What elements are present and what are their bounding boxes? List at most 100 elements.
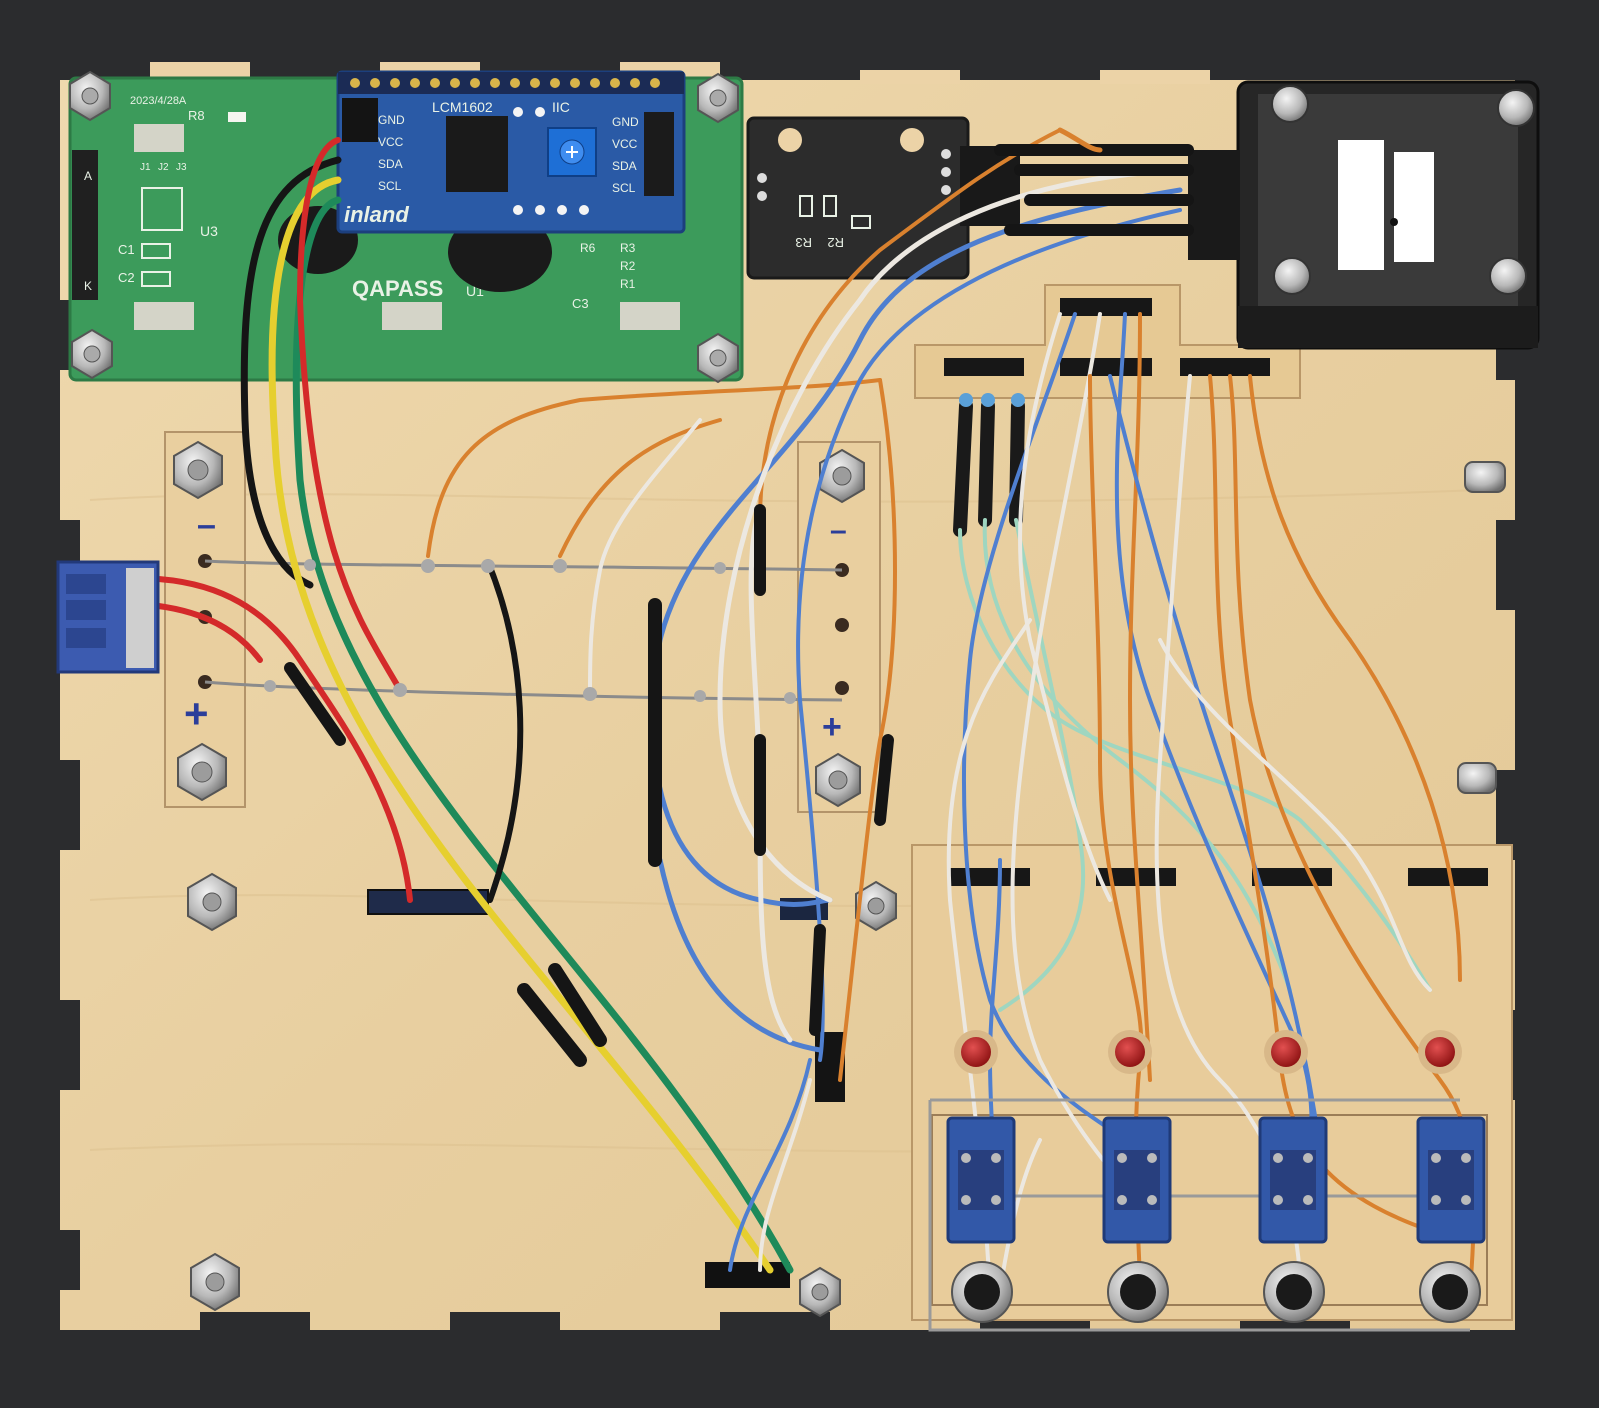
right-positive-label: +	[822, 708, 842, 746]
pin-label-gnd-left: GND	[378, 113, 405, 127]
panel-bus-wire	[928, 1098, 1480, 1332]
backpack-bus-label: IIC	[552, 99, 570, 115]
silkscreen-k: K	[84, 279, 92, 293]
pin-header-icon	[644, 112, 674, 196]
wire-white	[1010, 312, 1152, 1217]
pin-label-vcc-left: VCC	[378, 135, 404, 149]
pin-header-icon	[950, 868, 1030, 886]
wire-blue	[962, 312, 1142, 1152]
wire-orange	[1248, 374, 1462, 982]
hex-nut-icon	[1273, 257, 1311, 295]
lcd-date-code: 2023/4/28A	[130, 95, 187, 107]
pin-header-icon	[1252, 868, 1332, 886]
wire-blue	[1114, 312, 1314, 1212]
socket-module	[1188, 80, 1540, 350]
board-screws	[187, 461, 1506, 1318]
hex-nut-icon	[1489, 257, 1527, 295]
jumper-connector	[342, 98, 378, 142]
wire-white	[1158, 638, 1432, 992]
power-input-connector	[56, 560, 160, 674]
sensor-silkscreen-r3: R3	[795, 235, 812, 250]
silkscreen-u3: U3	[200, 223, 218, 239]
standoff-icon	[1464, 461, 1506, 493]
wires	[97, 127, 1476, 1292]
positive-rail-label: +	[184, 690, 209, 737]
wire-white	[588, 418, 702, 692]
pin-header-icon	[944, 358, 1024, 376]
heat-shrink	[874, 734, 894, 826]
silkscreen-a: A	[84, 169, 92, 183]
push-button-icon	[1419, 1261, 1481, 1323]
sensor-silkscreen-r2: R2	[827, 235, 844, 250]
right-negative-label: –	[830, 514, 847, 547]
hex-nut-icon	[173, 440, 223, 500]
led-icon	[1108, 1030, 1152, 1074]
led-icon	[1418, 1030, 1462, 1074]
wire-black	[240, 156, 342, 589]
dip-switches	[946, 1116, 1486, 1244]
leds	[954, 1030, 1462, 1074]
wire-orange	[1057, 127, 1103, 153]
wire-blue	[1108, 374, 1322, 1152]
hex-nut-icon	[799, 1266, 841, 1318]
silkscreen-j1: J1	[140, 162, 151, 173]
solder-joints	[264, 559, 796, 704]
hex-nut-icon	[69, 70, 111, 122]
hex-nut-icon	[697, 332, 739, 384]
backpack-brand-label: inland	[344, 202, 409, 227]
dip-switch-icon	[1258, 1116, 1328, 1244]
silkscreen-r2: R2	[620, 259, 636, 273]
silkscreen-r3: R3	[620, 241, 636, 255]
led-icon	[954, 1030, 998, 1074]
lcd-brand-label: QAPASS	[352, 276, 443, 301]
dip-switch-icon	[1102, 1116, 1172, 1244]
pin-header-icon	[338, 72, 684, 94]
pin-label-vcc-right: VCC	[612, 137, 638, 151]
resistors	[953, 393, 1025, 537]
silkscreen-c3: C3	[572, 296, 589, 311]
control-panel-plate	[911, 844, 1513, 1321]
pin-header-icon	[1408, 868, 1488, 886]
silkscreen-r1: R1	[620, 277, 636, 291]
hex-nut-icon	[815, 752, 861, 808]
dip-switch-icon	[1416, 1116, 1486, 1244]
wire-teal	[998, 518, 1086, 1012]
wire-red	[296, 137, 403, 693]
silkscreen-r6: R6	[580, 241, 596, 255]
push-button-icon	[1263, 1261, 1325, 1323]
wire-white	[717, 167, 1183, 903]
wire-red	[97, 575, 413, 903]
push-buttons	[951, 1261, 1481, 1323]
led-icon	[1264, 1030, 1308, 1074]
pin-label-gnd-right: GND	[612, 115, 639, 129]
hex-nut-icon	[855, 880, 897, 932]
hex-nut-icon	[190, 1252, 240, 1312]
wire-teal	[982, 518, 1292, 992]
hex-nut-icon	[187, 872, 237, 932]
heat-shrink	[517, 983, 587, 1067]
silkscreen-c2: C2	[118, 270, 135, 285]
silkscreen-r8: R8	[188, 108, 205, 123]
right-power-rail: – +	[797, 441, 881, 813]
push-button-icon	[1107, 1261, 1169, 1323]
pin-header-icon	[1060, 298, 1152, 316]
wire-orange	[838, 378, 897, 1082]
pin-header-icon	[1188, 150, 1240, 260]
silkscreen-j2: J2	[158, 162, 169, 173]
heat-shrink	[548, 963, 607, 1047]
pin-label-scl-right: SCL	[612, 181, 636, 195]
hex-nut-icon	[697, 72, 739, 124]
wire-blue	[650, 187, 1183, 907]
pin-label-sda-right: SDA	[612, 159, 637, 173]
ic-chip	[446, 116, 508, 192]
wire-blue	[657, 857, 823, 1053]
heat-shrink	[809, 924, 826, 1036]
wire-yellow	[268, 176, 774, 1274]
backpack-model-label: LCM1602	[432, 99, 493, 115]
wire-orange	[1127, 312, 1152, 1082]
hex-nut-icon	[177, 742, 227, 802]
wire-white	[1018, 312, 1112, 902]
wire-blue	[796, 208, 1182, 1062]
hex-nut-icon	[1271, 85, 1309, 123]
